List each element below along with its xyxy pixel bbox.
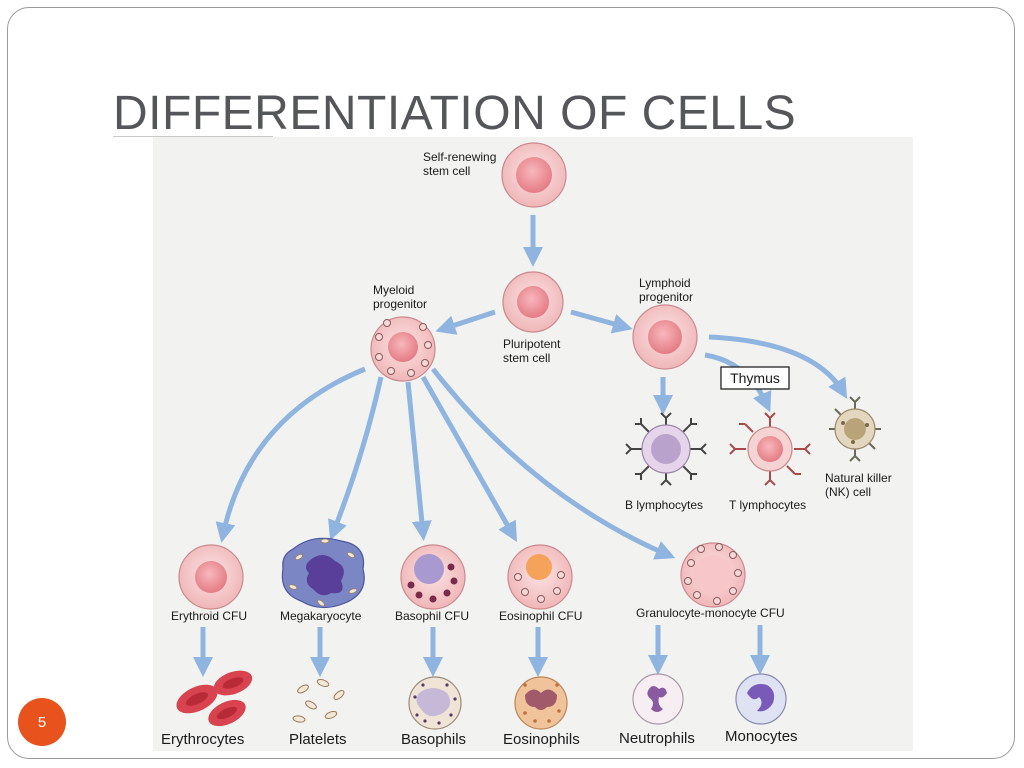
- pluripotent-stem-cell: [502, 271, 564, 333]
- pluripotent-label: Pluripotent stem cell: [503, 337, 564, 365]
- monocytes-label: Monocytes: [725, 728, 798, 745]
- erythrocytes-cells: [176, 670, 253, 727]
- basophil-cfu-label: Basophil CFU: [395, 609, 469, 623]
- thymus-label: Thymus: [730, 370, 780, 386]
- self-renewing-stem-cell: [501, 142, 567, 208]
- arrow-to-gm: [431, 367, 676, 560]
- granulocyte-monocyte-cfu-cell: [680, 542, 746, 608]
- t-lymphocytes-label: T lymphocytes: [729, 498, 806, 512]
- erythrocytes-label: Erythrocytes: [161, 731, 244, 748]
- arrows: [193, 215, 848, 677]
- eosinophils-label: Eosinophils: [503, 731, 580, 748]
- arrow-to-megakaryocyte: [328, 376, 384, 541]
- megakaryocyte-cell: [281, 537, 365, 609]
- b-lymphocytes-label: B lymphocytes: [625, 498, 703, 512]
- eosinophil-cfu-cell: [507, 544, 573, 610]
- eosinophil-cfu-label: Eosinophil CFU: [499, 609, 582, 623]
- megakaryocyte-label: Megakaryocyte: [280, 609, 362, 623]
- nk-cell-label: Natural killer (NK) cell: [825, 471, 895, 499]
- basophils-cells: [408, 676, 462, 730]
- arrow-to-basophil: [405, 381, 432, 541]
- neutrophils-cells: [632, 673, 684, 725]
- self-renewing-label: Self-renewing stem cell: [423, 150, 500, 178]
- cell-differentiation-diagram: Self-renewing stem cell Pluripotent stem…: [153, 137, 913, 751]
- platelets-cells: [292, 679, 345, 723]
- basophil-cfu-cell: [400, 544, 466, 610]
- myeloid-label: Myeloid progenitor: [373, 283, 427, 311]
- thymus-box: Thymus: [720, 366, 790, 390]
- slide-title: DIFFERENTIATION OF CELLS: [113, 87, 797, 140]
- erythroid-cfu-label: Erythroid CFU: [171, 609, 247, 623]
- page-number-badge: 5: [18, 698, 66, 746]
- lymphoid-progenitor-cell: [632, 304, 698, 370]
- nk-cell: [829, 396, 881, 462]
- platelets-label: Platelets: [289, 731, 347, 748]
- arrow-to-eosinophil: [420, 375, 517, 542]
- title-underline: [113, 136, 273, 137]
- b-lymphocyte-cell: [625, 412, 707, 486]
- eosinophils-cells: [514, 676, 568, 730]
- arrow-to-nk: [708, 334, 848, 399]
- arrow-to-erythroid: [215, 366, 366, 543]
- basophils-label: Basophils: [401, 731, 466, 748]
- gm-cfu-label: Granulocyte-monocyte CFU: [636, 606, 785, 620]
- monocytes-cells: [735, 673, 787, 725]
- myeloid-progenitor-cell: [370, 316, 436, 382]
- arrow-to-lymphoid: [570, 309, 633, 334]
- lymphoid-label: Lymphoid progenitor: [639, 276, 694, 304]
- t-lymphocyte-cell: [729, 412, 811, 486]
- arrow-to-myeloid: [435, 309, 496, 335]
- erythroid-cfu-cell: [178, 544, 244, 610]
- neutrophils-label: Neutrophils: [619, 730, 695, 747]
